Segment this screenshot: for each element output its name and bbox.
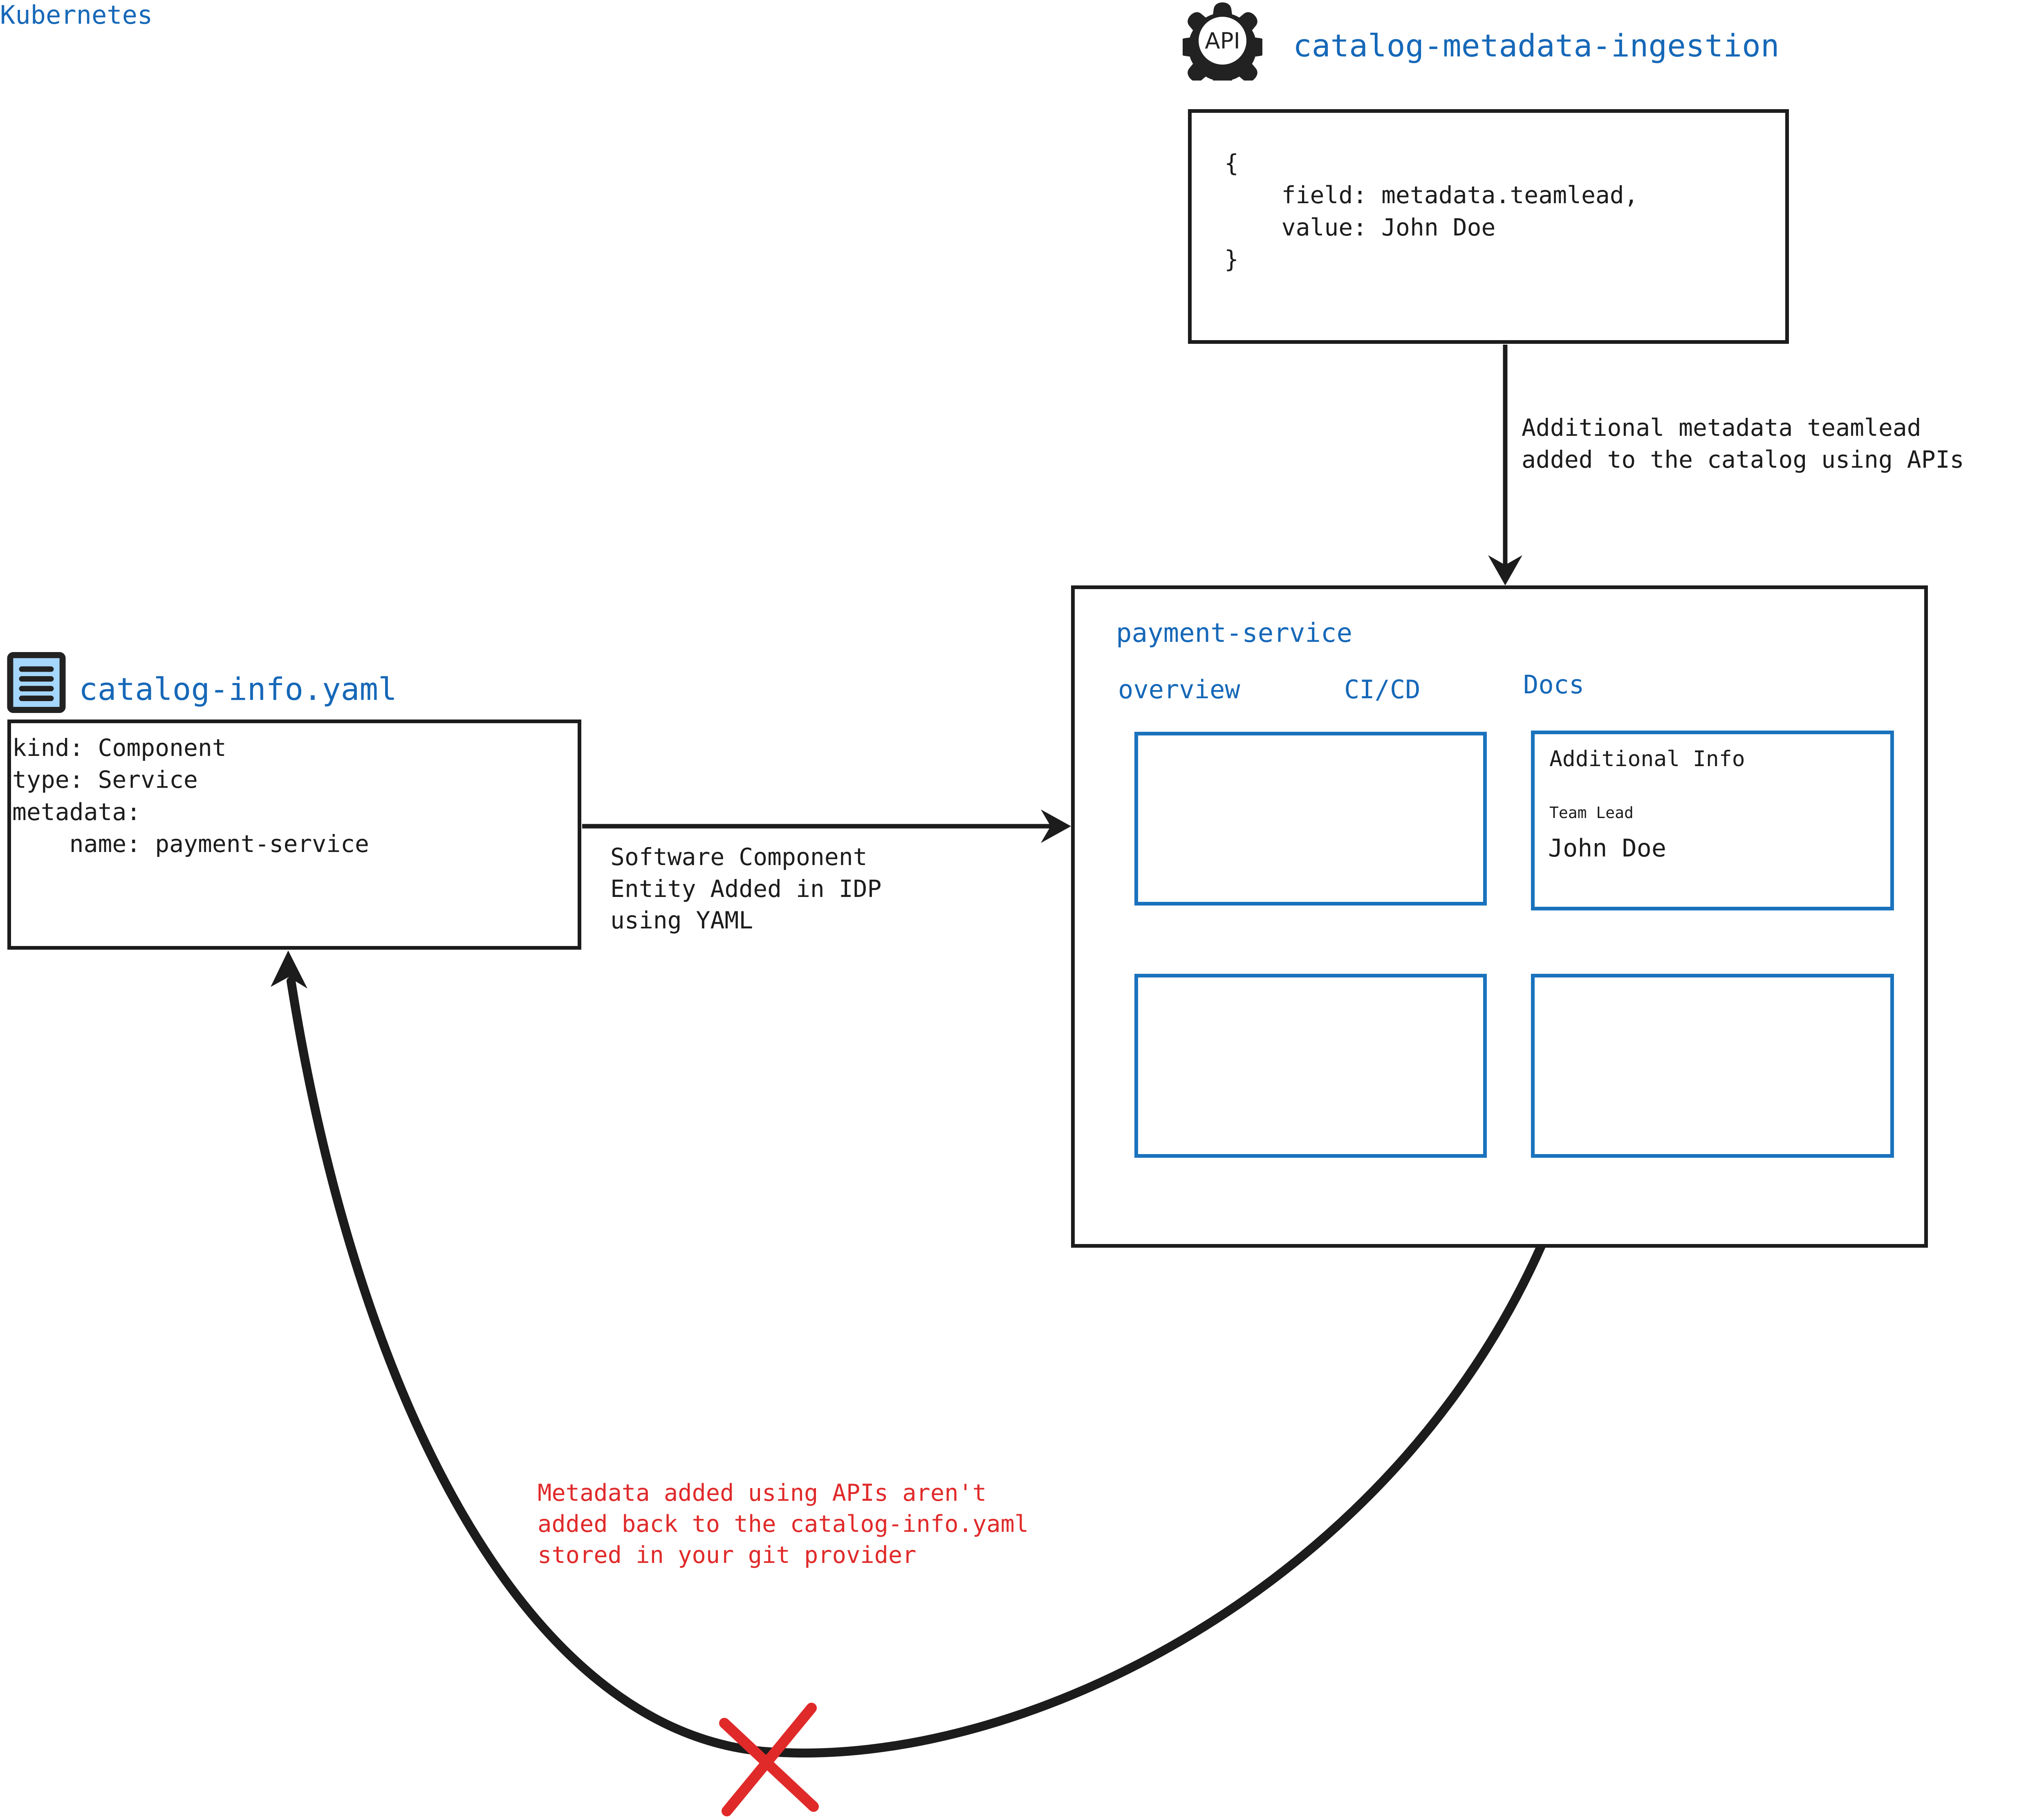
panel-title: payment-service [1116,618,1352,648]
yaml-to-panel-arrow [582,809,1071,843]
warning-text: Metadata added using APIs aren't added b… [538,1480,1029,1569]
bottom-right-card [1531,974,1894,1158]
tab-kubernetes[interactable]: Kubernetes [0,0,153,30]
team-lead-value: John Doe [1548,834,1666,863]
yaml-payload-box [7,720,581,950]
api-title: catalog-metadata-ingestion [1293,27,1780,64]
overview-card [1134,732,1487,906]
json-payload-text: { field: metadata.teamlead, value: John … [1224,149,1638,273]
bottom-left-card [1134,974,1487,1158]
yaml-payload-text: kind: Component type: Service metadata: … [12,734,369,858]
additional-info-heading: Additional Info [1549,746,1745,771]
tab-docs[interactable]: Docs [1523,670,1585,699]
blocked-x-mark [719,1703,819,1816]
tab-overview[interactable]: overview [1118,675,1240,704]
api-gear-icon: API [1183,1,1262,81]
json-payload-box [1188,109,1789,344]
yaml-title: catalog-info.yaml [79,671,397,707]
api-to-panel-arrow [1488,345,1522,585]
yaml-arrow-label: Software Component Entity Added in IDP u… [610,843,882,935]
team-lead-label: Team Lead [1549,804,1634,822]
yaml-document-icon [6,651,67,714]
api-arrow-label: Additional metadata teamlead added to th… [1522,414,1964,473]
additional-info-card [1531,731,1894,910]
tab-cicd[interactable]: CI/CD [1344,675,1421,704]
api-icon-label: API [1205,27,1240,54]
